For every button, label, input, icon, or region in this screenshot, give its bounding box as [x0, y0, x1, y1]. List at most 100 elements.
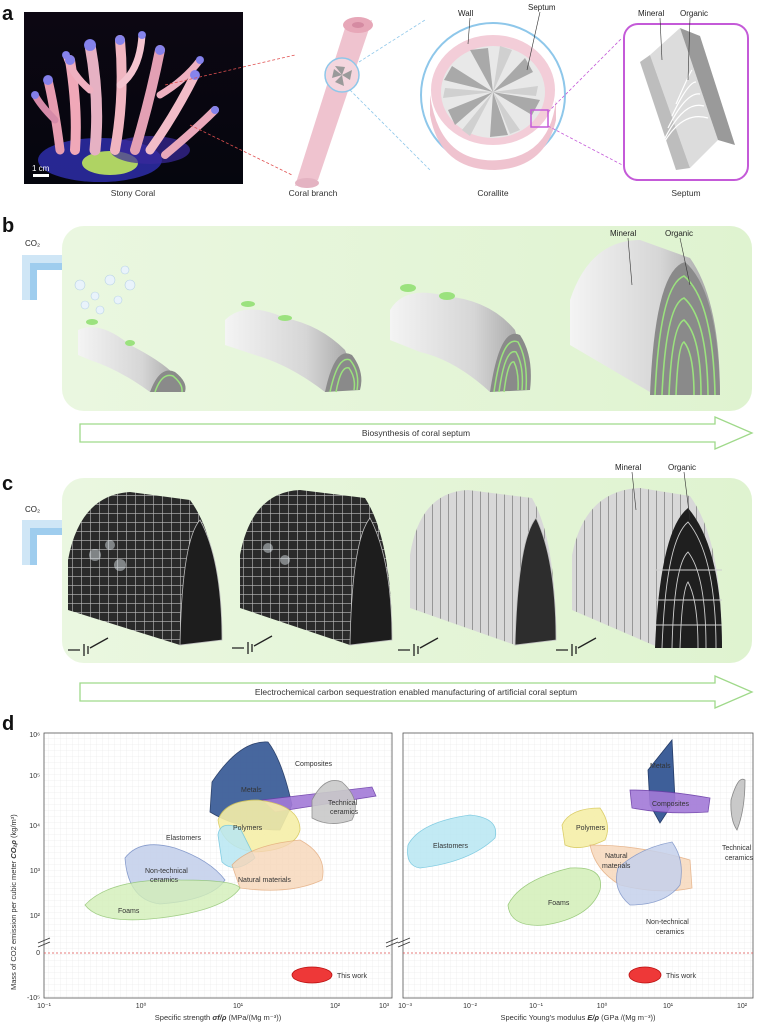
green-band-c	[62, 478, 752, 663]
label-foams-right: Foams	[548, 900, 570, 907]
leader-line	[467, 17, 471, 45]
lattice-stage-3	[410, 490, 557, 646]
leader-line	[526, 11, 541, 71]
septum-stage-4	[570, 240, 720, 396]
label-ceramics-left: ceramics	[330, 809, 359, 816]
y-axis-ticks: 10⁶ 10⁵ 10⁴ 10³ 10² 0 -10⁵	[27, 732, 41, 1002]
callout-septum: Septum	[528, 3, 556, 12]
corallite-illustration	[420, 22, 566, 170]
callout-organic-b: Organic	[665, 229, 693, 238]
callout-wall: Wall	[458, 9, 473, 18]
callout-organic-c: Organic	[668, 463, 696, 472]
x-tick: 10²	[737, 1003, 748, 1010]
septum-stage-1	[78, 319, 186, 393]
x-tick: 10⁻¹	[529, 1003, 543, 1010]
caption-stony-coral: Stony Coral	[111, 188, 156, 198]
leader-line	[683, 471, 691, 521]
left-x-ticks: 10⁻¹ 10⁰ 10¹ 10² 10³	[37, 1002, 390, 1010]
label-composites-left: Composites	[295, 761, 332, 768]
label-metals-left: Metals	[241, 787, 262, 794]
leader-line	[687, 17, 691, 81]
stony-coral-photo: 1 cm	[24, 12, 243, 184]
co2-inlet-c	[22, 520, 62, 565]
y-tick: 10⁴	[29, 823, 40, 830]
label-metals-right: Metals	[650, 763, 671, 770]
connector-line	[189, 124, 293, 176]
leader-line	[627, 237, 633, 286]
label-nontech-right: Non-technical	[646, 919, 689, 926]
right-x-ticks: 10⁻³ 10⁻² 10⁻¹ 10⁰ 10¹ 10²	[398, 1002, 748, 1010]
callout-mineral-b: Mineral	[610, 229, 636, 238]
y-tick: 0	[36, 950, 40, 957]
arrow-text-c: Electrochemical carbon sequestration ena…	[255, 687, 577, 697]
co2-inlet-b	[22, 255, 62, 300]
caption-corallite: Corallite	[477, 188, 508, 198]
connector-line	[547, 125, 629, 169]
connector-line	[349, 89, 431, 171]
label-elastomers-right: Elastomers	[433, 843, 469, 850]
coral-branch-illustration	[295, 17, 373, 188]
y-tick: 10³	[30, 868, 41, 875]
callout-organic: Organic	[680, 9, 708, 18]
septum-stage-2	[225, 301, 362, 393]
y-tick: 10⁵	[29, 773, 40, 780]
electrode-symbols	[68, 635, 597, 656]
connector-line	[358, 19, 426, 63]
process-arrow-b	[79, 416, 754, 450]
x-tick: 10⁻¹	[37, 1003, 51, 1010]
septum-illustration	[623, 23, 749, 181]
x-tick: 10³	[379, 1003, 390, 1010]
y-tick: 10⁶	[29, 732, 40, 739]
callout-mineral-c: Mineral	[615, 463, 641, 472]
leader-line	[659, 17, 663, 61]
x-tick: 10¹	[233, 1003, 244, 1010]
x-tick: 10²	[330, 1003, 341, 1010]
co2-label-c: CO₂	[25, 505, 40, 514]
lattice-stage-4	[572, 488, 722, 649]
left-ashby-plot: Metals Composites Technical ceramics Pol…	[43, 732, 393, 999]
label-polymers-left: Polymers	[233, 825, 263, 832]
right-ashby-plot: Elastomers Polymers Metals Composites Te…	[402, 732, 754, 999]
panel-a-label: a	[2, 3, 14, 25]
label-natural-left: Natural materials	[238, 877, 291, 884]
label-natural-right: Natural	[605, 853, 628, 860]
callout-mineral: Mineral	[638, 9, 664, 18]
x-tick: 10¹	[663, 1003, 674, 1010]
x-tick: 10⁰	[136, 1002, 147, 1010]
x-tick: 10⁻²	[463, 1003, 477, 1010]
label-thiswork-left: This work	[337, 973, 367, 980]
y-tick: -10⁵	[27, 995, 40, 1002]
label-nontech-ceramics-left: ceramics	[150, 877, 179, 884]
lattice-stage-1	[68, 492, 223, 646]
arrow-text-b: Biosynthesis of coral septum	[362, 428, 470, 438]
label-ceramics-right: ceramics	[725, 855, 754, 862]
label-thiswork-right: This work	[666, 973, 696, 980]
co2-label-b: CO₂	[25, 239, 40, 248]
caption-coral-branch: Coral branch	[289, 188, 338, 198]
lattice-stage-2	[240, 490, 393, 646]
caption-septum: Septum	[671, 188, 700, 198]
scale-bar-label: 1 cm	[32, 164, 50, 173]
co2-bubbles-b	[74, 265, 136, 315]
panel-d-label: d	[2, 713, 14, 735]
label-materials-right: materials	[602, 863, 631, 870]
leader-line	[679, 237, 691, 286]
axis-break	[37, 937, 411, 948]
panel-b-label: b	[2, 215, 14, 237]
panel-c-label: c	[2, 473, 13, 495]
label-nontech-ceramics-right: ceramics	[656, 929, 685, 936]
label-nontech-left: Non-technical	[145, 868, 188, 875]
x-tick: 10⁰	[597, 1002, 608, 1010]
leader-line	[631, 471, 637, 511]
right-x-axis-label: Specific Young's modulus E/ρ (GPa /(Mg m…	[500, 1013, 656, 1022]
septum-stage-3	[390, 284, 531, 393]
process-arrow-c	[79, 675, 754, 709]
label-technical-left: Technical	[328, 800, 358, 807]
left-x-axis-label: Specific strength σf/ρ (MPa/(Mg m⁻³))	[155, 1013, 282, 1022]
label-technical-right: Technical	[722, 845, 752, 852]
label-foams-left: Foams	[118, 908, 140, 915]
y-axis-label: Mass of CO2 emission per cubic meter CO₂…	[9, 814, 18, 990]
connector-line	[547, 37, 623, 113]
